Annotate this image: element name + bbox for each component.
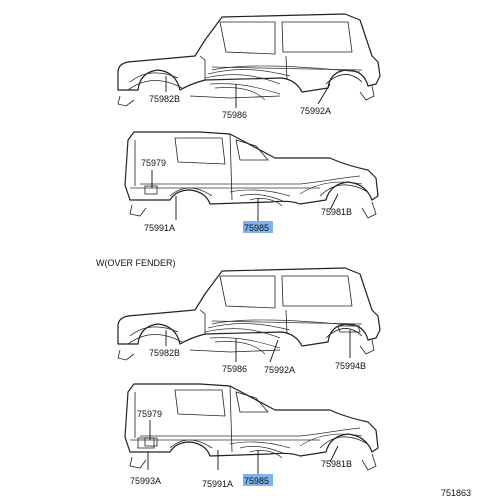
label-view-4-4[interactable]: 75981B bbox=[321, 459, 352, 469]
truck-outline-view-3 bbox=[117, 267, 381, 361]
diagram-number: 751863 bbox=[441, 488, 471, 498]
label-view-2-2[interactable]: 75985 bbox=[244, 223, 269, 233]
label-view-4-0[interactable]: 75979 bbox=[137, 409, 162, 419]
view-4: 75979 75993A 75991A 75985 75981B bbox=[124, 383, 379, 489]
truck-outline-view-1 bbox=[117, 13, 381, 107]
label-view-3-1[interactable]: 75986 bbox=[222, 364, 247, 374]
highlight-view-2 bbox=[243, 221, 273, 233]
truck-outline-view-4 bbox=[124, 383, 379, 471]
truck-outline-view-2 bbox=[124, 131, 379, 219]
view-2: 75979 75991A 75985 75981B bbox=[124, 131, 379, 233]
label-view-4-3[interactable]: 75985 bbox=[244, 476, 269, 486]
label-view-4-2[interactable]: 75991A bbox=[202, 479, 233, 489]
label-view-2-0[interactable]: 75979 bbox=[141, 158, 166, 168]
highlight-view-4 bbox=[243, 474, 273, 486]
label-view-3-3[interactable]: 75994B bbox=[335, 361, 366, 371]
label-view-3-0[interactable]: 75982B bbox=[149, 348, 180, 358]
section-label: W(OVER FENDER) bbox=[96, 258, 176, 268]
over-fender-rear bbox=[137, 437, 155, 449]
over-fender-panel bbox=[337, 325, 361, 333]
label-view-2-3[interactable]: 75981B bbox=[321, 207, 352, 217]
label-view-1-0[interactable]: 75982B bbox=[149, 94, 180, 104]
label-view-1-2[interactable]: 75992A bbox=[300, 106, 331, 116]
label-view-3-2[interactable]: 75992A bbox=[264, 365, 295, 375]
label-view-1-1[interactable]: 75986 bbox=[222, 110, 247, 120]
label-view-2-1[interactable]: 75991A bbox=[144, 223, 175, 233]
view-3: 75982B 75986 75992A 75994B bbox=[117, 267, 381, 375]
view-1: 75982B 75986 75992A bbox=[117, 13, 381, 120]
label-view-4-1[interactable]: 75993A bbox=[130, 476, 161, 486]
